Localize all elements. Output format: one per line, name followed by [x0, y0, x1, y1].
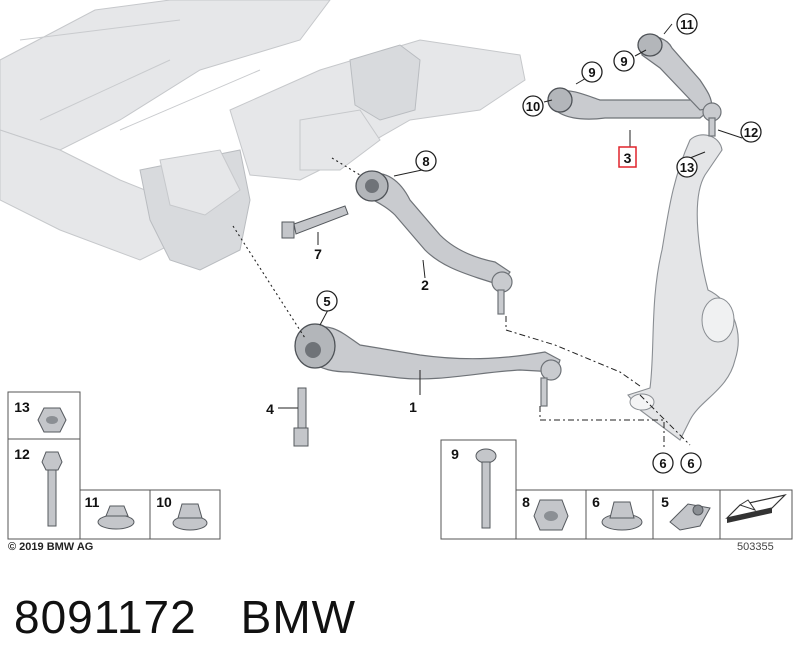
image-number: 503355 — [737, 541, 774, 553]
svg-text:12: 12 — [744, 125, 758, 140]
svg-text:8: 8 — [522, 494, 530, 510]
callout-6-right: 6 — [680, 452, 702, 474]
frame-leader-upper — [331, 157, 361, 176]
strut-to-knuckle-line — [505, 316, 641, 387]
callout-11: 11 — [676, 13, 698, 35]
strut-ball-joint — [491, 271, 513, 293]
steering-knuckle — [627, 134, 739, 441]
svg-text:6: 6 — [592, 494, 600, 510]
callout-12: 12 — [740, 121, 762, 143]
callout-8: 8 — [415, 150, 437, 172]
svg-text:6: 6 — [659, 456, 666, 471]
hw-cell-9 — [440, 439, 517, 540]
part-number: 8091172 — [14, 591, 197, 643]
hardware-table-left: 13 12 11 10 — [7, 391, 221, 540]
lower-ball-joint — [540, 359, 562, 381]
highlight-label-3: 3 — [618, 146, 637, 168]
upper-control-arm — [547, 33, 722, 137]
tension-strut — [355, 170, 513, 315]
front-subframe — [0, 0, 526, 271]
label-4: 4 — [266, 401, 274, 417]
hw-cell-5 — [652, 489, 721, 540]
svg-text:13: 13 — [14, 399, 30, 415]
caption: 8091172 BMW — [14, 590, 356, 644]
svg-text:3: 3 — [624, 150, 632, 166]
svg-text:12: 12 — [14, 446, 30, 462]
knuckle-line — [639, 394, 691, 446]
direction-arrow-icon — [725, 493, 787, 523]
svg-text:8: 8 — [422, 154, 429, 169]
callout-13: 13 — [676, 156, 698, 178]
svg-text:11: 11 — [85, 494, 100, 510]
label-7: 7 — [314, 246, 322, 262]
upper-arm-front-bushing — [547, 87, 573, 113]
label-2: 2 — [421, 277, 429, 293]
upper-arm-rear-bushing — [637, 33, 663, 57]
svg-text:9: 9 — [451, 446, 459, 462]
copyright-notice: © 2019 BMW AG — [8, 541, 94, 553]
callout-9-upper: 9 — [613, 50, 635, 72]
callout-5: 5 — [316, 290, 338, 312]
frame-leader-lower — [232, 225, 306, 339]
svg-text:9: 9 — [588, 65, 595, 80]
svg-text:5: 5 — [323, 294, 330, 309]
svg-text:10: 10 — [156, 494, 172, 510]
lower-control-arm — [294, 323, 562, 407]
svg-text:13: 13 — [680, 160, 694, 175]
label-1: 1 — [409, 399, 417, 415]
svg-text:6: 6 — [687, 456, 694, 471]
bolt-4 — [293, 387, 309, 447]
bolt-7 — [281, 205, 349, 239]
svg-text:10: 10 — [526, 99, 540, 114]
svg-text:5: 5 — [661, 494, 669, 510]
callout-6-left: 6 — [652, 452, 674, 474]
callout-9-lower: 9 — [581, 61, 603, 83]
svg-text:9: 9 — [620, 54, 627, 69]
hardware-table-right: 9 8 6 5 — [440, 439, 793, 540]
callout-10: 10 — [522, 95, 544, 117]
svg-text:11: 11 — [680, 17, 694, 32]
brand-name: BMW — [240, 591, 357, 643]
lower-to-knuckle-line — [539, 406, 665, 448]
